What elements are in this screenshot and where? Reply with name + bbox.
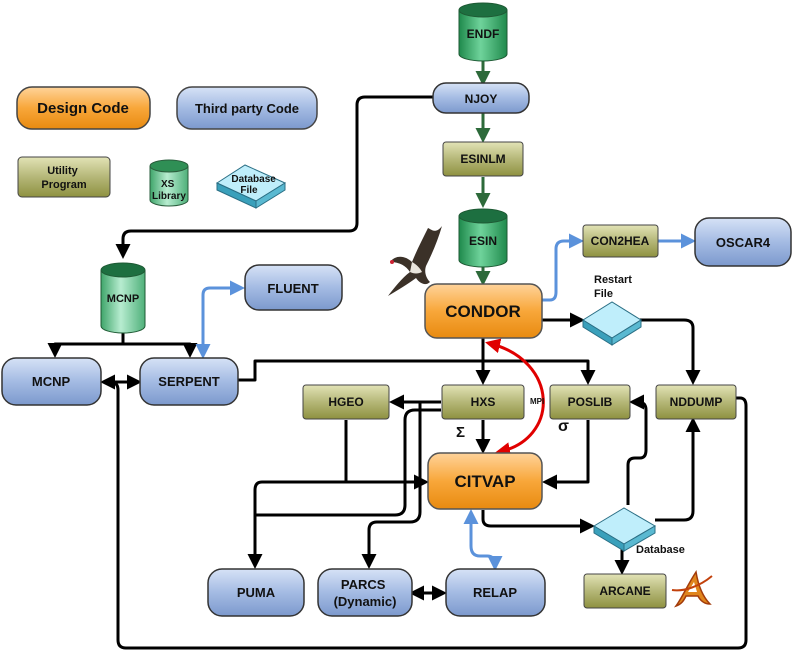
arrow-nddump-mcnp-loop xyxy=(109,380,748,650)
node-endf[interactable]: ENDF xyxy=(458,2,508,62)
mpi-arrow xyxy=(485,338,545,458)
arrow-hgeo-citvap xyxy=(344,420,429,490)
node-puma-label: PUMA xyxy=(237,585,276,600)
parcs-line2: (Dynamic) xyxy=(334,594,397,609)
node-parcs[interactable]: PARCS (Dynamic) xyxy=(317,568,413,617)
node-database[interactable]: Database xyxy=(593,507,685,556)
node-mcnp[interactable]: MCNP xyxy=(1,357,102,406)
legend-xs-line1: XS xyxy=(161,179,175,190)
restart-line2: File xyxy=(594,288,613,300)
node-esin-label: ESIN xyxy=(469,234,497,248)
node-esin[interactable]: ESIN xyxy=(458,208,508,268)
node-oscar4-label: OSCAR4 xyxy=(716,235,771,250)
node-mcnp-label: MCNP xyxy=(32,374,71,389)
node-esinlm[interactable]: ESINLM xyxy=(442,141,524,177)
sigma-label: Σ xyxy=(456,424,465,441)
arcane-logo-icon xyxy=(671,570,713,608)
node-con2hea-label: CON2HEA xyxy=(591,234,650,248)
node-relap-label: RELAP xyxy=(473,585,517,600)
node-restart-file[interactable]: Restart File xyxy=(582,274,642,346)
legend-xs-line2: Library xyxy=(152,191,186,202)
node-poslib-label: POSLIB xyxy=(568,395,613,409)
arrow-hxs-parcs xyxy=(361,402,422,569)
legend-utility-line2: Program xyxy=(41,179,86,191)
arrow-condor-poslib xyxy=(483,359,596,385)
condor-bird-icon xyxy=(388,226,442,296)
node-condor[interactable]: CONDOR xyxy=(424,283,543,339)
node-poslib[interactable]: POSLIB xyxy=(549,384,631,420)
node-citvap-label: CITVAP xyxy=(454,472,515,491)
arrow-serpent-hxs xyxy=(238,359,483,382)
parcs-line1: PARCS xyxy=(341,577,386,592)
legend-design-code-label: Design Code xyxy=(37,100,129,117)
node-serpent-label: SERPENT xyxy=(158,374,219,389)
small-sigma-label: σ xyxy=(558,418,569,435)
node-condor-label: CONDOR xyxy=(445,302,521,321)
node-hxs[interactable]: HXS xyxy=(441,384,525,420)
legend-utility-label: Utility Program xyxy=(41,165,86,191)
connectors xyxy=(47,58,748,650)
legend-database-file-label: Database File xyxy=(231,174,278,196)
node-hgeo[interactable]: HGEO xyxy=(302,384,390,420)
node-con2hea[interactable]: CON2HEA xyxy=(582,224,659,258)
node-hgeo-label: HGEO xyxy=(328,395,363,409)
restart-line1: Restart xyxy=(594,274,632,286)
legend-third-party-label: Third party Code xyxy=(195,101,299,116)
legend-xs-library: XS Library xyxy=(149,159,189,207)
arrow-database-poslib xyxy=(626,394,648,505)
node-parcs-label: PARCS (Dynamic) xyxy=(334,577,397,609)
node-hxs-label: HXS xyxy=(471,395,496,409)
node-database-label: Database xyxy=(636,544,685,556)
arrow-serpent-fluent xyxy=(195,280,245,359)
arrow-poslib-citvap xyxy=(542,420,590,490)
legend-xs-library-label: XS Library xyxy=(152,179,186,202)
node-endf-label: ENDF xyxy=(467,27,500,41)
node-arcane[interactable]: ARCANE xyxy=(583,573,667,609)
arrow-database-nddump xyxy=(655,417,701,522)
node-njoy[interactable]: NJOY xyxy=(432,82,530,114)
node-njoy-label: NJOY xyxy=(465,92,498,106)
node-nddump-label: NDDUMP xyxy=(670,395,723,409)
arrow-citvap-database xyxy=(481,510,595,534)
legend-utility-line1: Utility xyxy=(47,165,78,177)
legend-utility-program: Utility Program xyxy=(17,156,111,198)
arrow-citvap-relap xyxy=(463,509,503,571)
node-puma[interactable]: PUMA xyxy=(207,568,305,617)
node-esinlm-label: ESINLM xyxy=(460,152,505,166)
arrow-hxs-puma xyxy=(255,408,441,517)
arrow-mcnplib-mcnp xyxy=(47,332,125,358)
arrow-mcnplib-serpent xyxy=(123,342,198,358)
arrow-condor-con2hea xyxy=(542,233,584,302)
arrow-restart-nddump xyxy=(635,318,701,385)
node-arcane-label: ARCANE xyxy=(599,584,650,598)
legend: Design Code Third party Code Utility Pro… xyxy=(16,86,318,209)
node-relap[interactable]: RELAP xyxy=(445,568,546,617)
legend-db-line2: File xyxy=(240,185,258,196)
node-oscar4[interactable]: OSCAR4 xyxy=(694,217,792,267)
arrow-to-puma xyxy=(247,480,346,569)
legend-db-line1: Database xyxy=(231,174,276,185)
node-fluent-label: FLUENT xyxy=(267,281,318,296)
node-mcnp-library-label: MCNP xyxy=(107,293,139,305)
legend-design-code: Design Code xyxy=(16,86,151,130)
node-fluent[interactable]: FLUENT xyxy=(244,264,343,311)
node-nddump[interactable]: NDDUMP xyxy=(655,384,737,420)
node-serpent[interactable]: SERPENT xyxy=(139,357,239,406)
arrow-njoy-mcnplib xyxy=(115,95,433,259)
node-restart-file-label: Restart File xyxy=(594,274,635,300)
mpi-label: MPI xyxy=(530,397,544,406)
node-citvap[interactable]: CITVAP xyxy=(427,452,543,510)
legend-database-file: Database File xyxy=(215,164,287,209)
node-mcnp-library[interactable]: MCNP xyxy=(100,262,146,334)
legend-third-party-code: Third party Code xyxy=(176,86,318,130)
